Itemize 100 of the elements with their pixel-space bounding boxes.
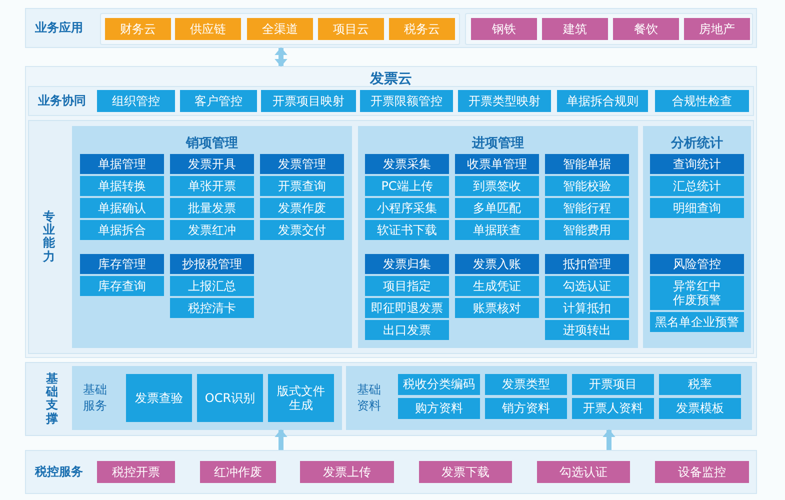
function-cell: 开票限额管控: [360, 90, 453, 112]
function-cell: 单据转换: [80, 176, 164, 196]
category-header: 发票归集: [365, 254, 449, 274]
category-header: 发票管理: [260, 154, 344, 174]
module-panel: [72, 366, 342, 430]
layer-label: 业务应用: [35, 20, 83, 36]
layer-panel: [25, 362, 757, 436]
function-cell: 出口发票: [365, 320, 449, 340]
function-cell: 发票交付: [260, 220, 344, 240]
arrow: [605, 429, 613, 450]
panel-title: 销项管理: [186, 135, 238, 152]
panel-label: 基础服务: [82, 382, 108, 414]
group-panel: [465, 13, 753, 45]
category-header: 库存管理: [80, 254, 164, 274]
function-cell: 项目指定: [365, 276, 449, 296]
function-cell: 上报汇总: [170, 276, 254, 296]
function-cell: 发票类型: [485, 374, 567, 395]
function-cell: 异常红中作废预警: [650, 276, 744, 310]
application-tag: 全渠道: [247, 18, 313, 40]
function-cell: 发票红冲: [170, 220, 254, 240]
service-tag: 发票上传: [300, 461, 394, 483]
function-cell: 单据确认: [80, 198, 164, 218]
service-tag: 发票下载: [419, 461, 512, 483]
function-cell: 开票人资料: [572, 398, 654, 419]
double-arrow: [277, 47, 285, 67]
service-tag: 设备监控: [655, 461, 749, 483]
function-cell: 黑名单企业预警: [650, 312, 744, 332]
function-cell: 发票模板: [659, 398, 741, 419]
layer-band: [25, 450, 757, 494]
layer-label: 税控服务: [35, 464, 83, 480]
category-header: 发票入账: [455, 254, 539, 274]
application-tag: 供应链: [175, 18, 241, 40]
category-header: 风险管控: [650, 254, 744, 274]
function-cell: 发票作废: [260, 198, 344, 218]
function-cell: 开票类型映射: [458, 90, 551, 112]
function-cell: 进项转出: [545, 320, 629, 340]
category-header: 发票采集: [365, 154, 449, 174]
layer-band: [28, 86, 754, 116]
function-cell: 开票项目映射: [261, 90, 356, 112]
module-panel: [72, 126, 352, 348]
function-cell: 购方资料: [398, 398, 480, 419]
service-tag: 红冲作废: [200, 461, 276, 483]
function-cell: 销方资料: [485, 398, 567, 419]
panel-title: 分析统计: [671, 134, 723, 152]
category-header: 抵扣管理: [545, 254, 629, 274]
function-cell: 明细查询: [650, 198, 744, 218]
layer-label: 专业能力: [43, 210, 55, 264]
function-cell: 单据联查: [455, 220, 539, 240]
platform-panel: [25, 66, 757, 358]
function-cell: 开票项目: [572, 374, 654, 395]
function-cell: 账票核对: [455, 298, 539, 318]
function-cell: 组织管控: [97, 90, 175, 112]
function-cell: 智能行程: [545, 198, 629, 218]
function-cell: 小程序采集: [365, 198, 449, 218]
industry-tag: 餐饮: [613, 18, 679, 40]
module-panel: [346, 366, 752, 430]
function-cell: 即征即退发票: [365, 298, 449, 318]
application-tag: 项目云: [318, 18, 384, 40]
category-header: 收票单管理: [455, 154, 539, 174]
module-panel: [643, 126, 751, 348]
function-cell: 到票签收: [455, 176, 539, 196]
category-header: 单据管理: [80, 154, 164, 174]
function-cell: 软证书下载: [365, 220, 449, 240]
function-cell: 税控清卡: [170, 298, 254, 318]
function-cell: 生成凭证: [455, 276, 539, 296]
function-cell: 客户管控: [180, 90, 257, 112]
function-cell: 批量发票: [170, 198, 254, 218]
panel-title: 进项管理: [472, 135, 524, 152]
industry-tag: 建筑: [542, 18, 608, 40]
function-cell: PC端上传: [365, 176, 449, 196]
panel-label: 基础资料: [356, 382, 382, 414]
function-cell: 开票查询: [260, 176, 344, 196]
platform-title: 发票云: [370, 70, 412, 88]
function-cell: 计算抵扣: [545, 298, 629, 318]
category-header: 发票开具: [170, 154, 254, 174]
function-cell: 勾选认证: [545, 276, 629, 296]
category-header: 智能单据: [545, 154, 629, 174]
service-tag: 勾选认证: [537, 461, 630, 483]
layer-band: [25, 8, 757, 48]
group-panel: [100, 13, 460, 45]
application-tag: 财务云: [105, 18, 171, 40]
function-cell: 税收分类编码: [398, 374, 480, 395]
application-tag: 税务云: [389, 18, 455, 40]
industry-tag: 钢铁: [471, 18, 537, 40]
layer-label: 基础支撑: [46, 372, 58, 426]
function-cell: 智能校验: [545, 176, 629, 196]
function-cell: OCR识别: [197, 374, 263, 422]
arrow: [277, 429, 285, 450]
function-cell: 税率: [659, 374, 741, 395]
function-cell: 智能费用: [545, 220, 629, 240]
function-cell: 多单匹配: [455, 198, 539, 218]
industry-tag: 房地产: [684, 18, 750, 40]
function-cell: 发票查验: [126, 374, 192, 422]
service-tag: 税控开票: [97, 461, 175, 483]
layer-label: 业务协同: [38, 92, 86, 110]
function-cell: 单张开票: [170, 176, 254, 196]
layer-panel: [28, 120, 754, 354]
function-cell: 单据拆合: [80, 220, 164, 240]
function-cell: 版式文件生成: [268, 374, 334, 422]
function-cell: 汇总统计: [650, 176, 744, 196]
